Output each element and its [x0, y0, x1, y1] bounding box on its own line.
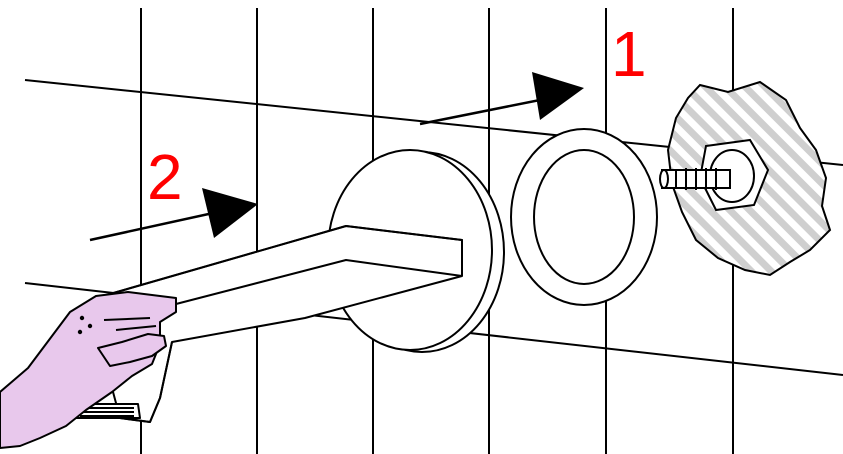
triangle-arrow-icon — [532, 72, 584, 120]
step-1-arrow — [420, 72, 584, 124]
glove-dot — [80, 316, 84, 320]
triangle-arrow-icon — [202, 188, 258, 238]
pipe-end — [660, 170, 668, 188]
glove-dot — [88, 324, 92, 328]
sealing-ring-inner — [534, 150, 634, 284]
step-number-2: 2 — [147, 145, 183, 209]
glove-dot — [78, 330, 82, 334]
step-number-1: 1 — [611, 22, 647, 86]
sealing-ring — [511, 129, 657, 305]
